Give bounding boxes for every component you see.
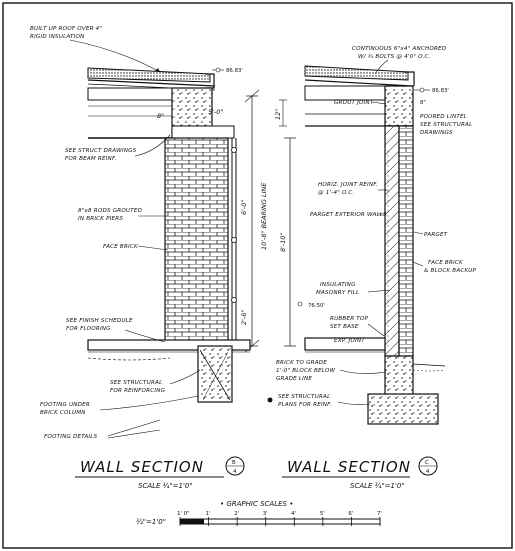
scale-b: SCALE ¾"=1'0" [350,482,405,490]
section-b-notes: CONTINUOUS 6"x4" ANCHORED W/ ¾ BOLTS @ 4… [267,46,477,490]
scale-tick-label: 2' [234,511,239,517]
roof-slab-b [304,85,386,101]
joint-reinf-2-b: @ 1'-4" O.C. [318,190,354,196]
dim-2-6-a: 2'-6" [240,310,248,325]
bolts-note-2-b: W/ ¾ BOLTS @ 4'0" O.C. [358,54,431,60]
poured-lintel-b [384,85,414,127]
scale-a: SCALE ¾"=1'0" [138,482,193,490]
steel-note-1-a: SEE STRUCT DRAWINGS [65,148,137,154]
lintel-note-1-a: 8"x8 RODS GROUTED [78,208,143,214]
elev-floor-b: 76.50' [308,303,325,309]
dim-8-b: 8" [420,100,426,106]
lintel-note-1-b: POURED LINTEL [420,114,467,120]
parget-b: PARGET [424,232,448,238]
footing-b [367,393,439,425]
parget-walls-b: PARGET EXTERIOR WALLS [310,212,387,218]
footing-details-a: FOOTING DETAILS [44,434,98,440]
elev-top-b: 86.83' [432,88,449,94]
title-a: WALL SECTION [80,458,204,476]
steel-note-2-a: FOR BEAM REINF. [65,156,117,162]
tag-top-a: B [232,460,236,466]
scale-tick-label: 4' [291,511,296,517]
footing-note-2-a: BRICK COLUMN [40,410,86,416]
footing-note-1-a: FOOTING UNDER [40,402,90,408]
roof-note-1: BUILT UP ROOF OVER 4" [30,26,102,32]
section-a-notes: BUILT UP ROOF OVER 4" RIGID INSULATION 8… [30,26,287,490]
brick-grade-1-b: BRICK TO GRADE [276,360,327,366]
elev-top-a: 86.83' [226,68,243,74]
exp-joint-b: EXP. JOINT [334,338,365,344]
scale-tick-label: 6' [348,511,353,517]
section-a-drawing [87,67,296,403]
lintel-note-3-b: DRAWINGS [420,130,453,136]
graphic-scale-title: • GRAPHIC SCALES • [220,500,293,508]
struct-note-2-b: PLANS FOR REINF. [278,402,332,408]
foundation-wall-b [384,355,414,397]
bearing-line-a: 10'-8" BEARING LINE [260,182,268,250]
struct-note-2-a: FOR REINFORCING [110,388,166,394]
scale-tick-label: 1' 0" [177,511,190,517]
brick-pier-a [164,137,229,347]
dim-12-b: 12" [274,109,282,120]
dim-8in-a: 8" [157,112,164,120]
roof-note-2: RIGID INSULATION [30,34,85,40]
scale-tick-label: 7' [377,511,382,517]
face-brick-a: FACE BRICK [103,244,139,250]
tag-bottom-a: 4 [233,469,237,475]
graphic-scale-ratio: ¾"=1'0" [136,518,166,526]
brick-grade-2-b: 1'-0" BLOCK BELOW [276,368,335,374]
brick-grade-3-b: GRADE LINE [276,376,312,382]
struct-note-1-a: SEE STRUCTURAL [110,380,162,386]
dim-5-0-a: 5'-0" [208,108,223,116]
dim-8-10-a: 8'-10" [279,232,287,252]
scale-tick-label: 5' [320,511,325,517]
struct-note-1-b: SEE STRUCTURAL [278,394,330,400]
rubber-1-b: RUBBER TOP [330,316,368,322]
rubber-2-b: SET BASE [330,324,359,330]
graphic-scale-bar [179,518,381,525]
tag-top-b: C [425,460,429,466]
floor-slab-a [87,339,251,351]
graphic-scale-ticks: 1' 0" 1' 2' 3' 4' 5' 6' 7' [177,511,382,526]
insulating-2-b: MASONRY FILL [316,290,359,296]
face-brick-2-b: & BLOCK BACKUP [424,268,477,274]
title-b: WALL SECTION [287,458,411,476]
face-brick-b [398,125,414,357]
finish-note-2-a: FOR FLOORING [66,326,111,332]
tag-bottom-b: 4 [426,469,430,475]
block-backup-b [384,125,400,357]
joint-reinf-1-b: HORIZ. JOINT REINF. [318,182,378,188]
section-b-drawing [279,65,446,425]
insulating-1-b: INSULATING [320,282,356,288]
lintel-note-2-a: IN BRICK PIERS [78,216,123,222]
finish-note-1-a: SEE FINISH SCHEDULE [66,318,133,324]
scale-tick-label: 3' [263,511,268,517]
dim-6-0-a: 6'-0" [240,200,248,215]
roof-buildup-a [87,67,211,83]
bolts-note-1-b: CONTINUOUS 6"x4" ANCHORED [352,46,447,52]
face-brick-1-b: FACE BRICK [428,260,464,266]
scale-tick-label: 1' [206,511,211,517]
roof-buildup-b [304,65,409,81]
graphic-scale: • GRAPHIC SCALES • ¾"=1'0" 1' 0" 1' 2' 3' 4'… [136,500,382,526]
grout-joint-b: GROUT JOINT [334,100,374,106]
floor-slab-b [304,337,386,351]
lintel-note-2-b: SEE STRUCTURAL [420,122,472,128]
